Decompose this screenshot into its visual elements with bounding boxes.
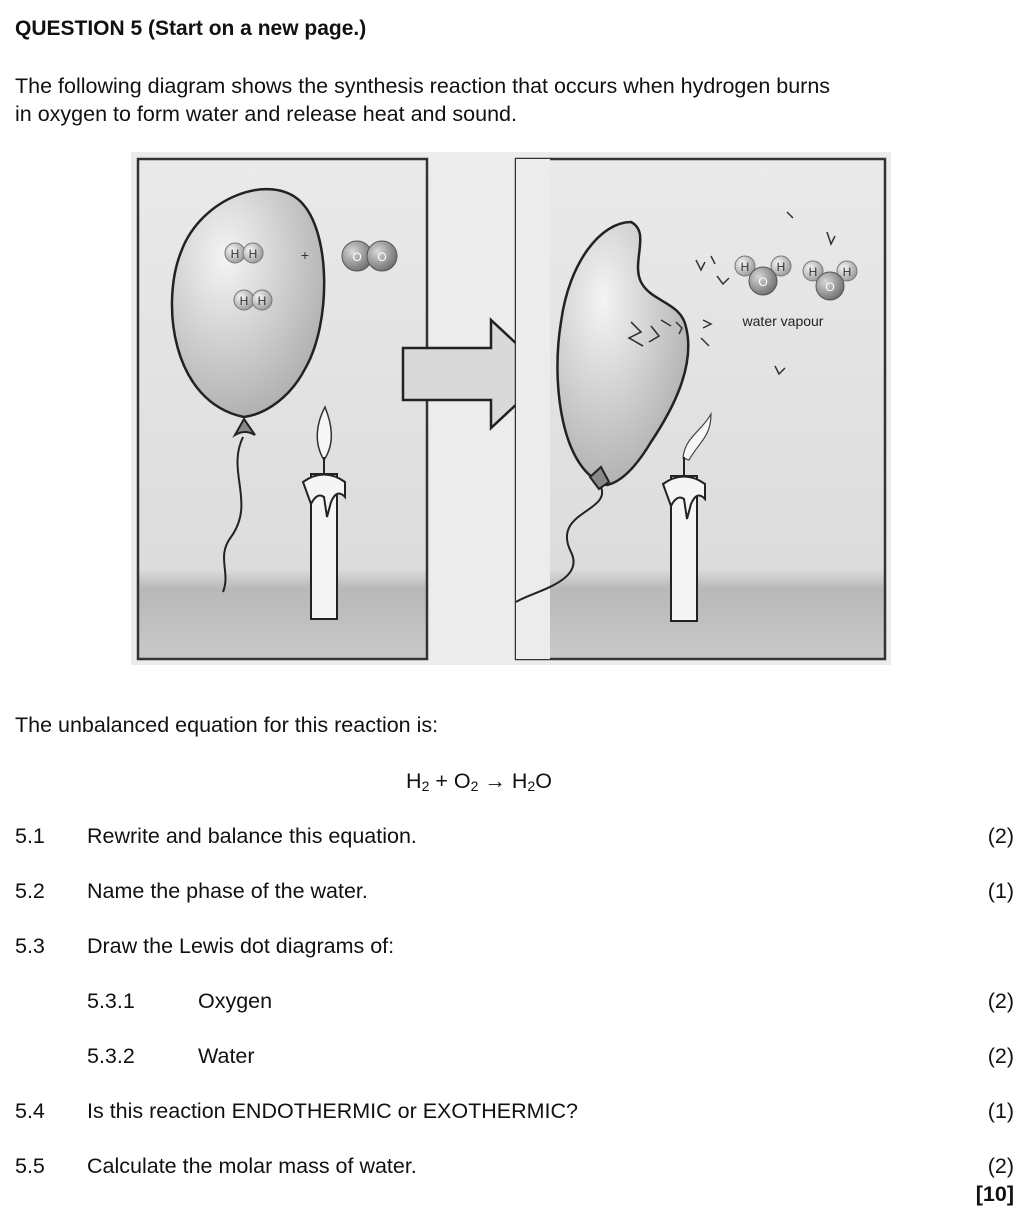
- reaction-diagram: H H + H H O O: [131, 152, 891, 665]
- candle-before: [301, 405, 346, 620]
- water-molecule-2: H H O: [802, 260, 858, 301]
- o2-molecule: O O: [341, 240, 398, 272]
- question-heading: QUESTION 5 (Start on a new page.): [15, 17, 367, 40]
- question-number: 5.4: [15, 1099, 45, 1123]
- h-atom-label: H: [741, 260, 750, 274]
- question-5-3-1: 5.3.1 Oxygen (2): [0, 989, 1030, 1019]
- water-vapour-label: water vapour: [742, 313, 824, 329]
- question-text: Name the phase of the water.: [87, 879, 368, 903]
- question-5-2: 5.2 Name the phase of the water. (1): [0, 879, 1030, 909]
- h2-molecule-top: H H: [224, 242, 264, 264]
- intro-line-2: in oxygen to form water and release heat…: [15, 102, 517, 126]
- question-text: Draw the Lewis dot diagrams of:: [87, 934, 395, 958]
- equation-o-subscript: 2: [470, 778, 479, 794]
- h-atom-label: H: [777, 260, 786, 274]
- h-atom-label: H: [809, 265, 818, 279]
- question-5-3-2: 5.3.2 Water (2): [0, 1044, 1030, 1074]
- question-marks: (1): [987, 1099, 1014, 1123]
- balloon-knot: [232, 417, 256, 438]
- question-number: 5.3.1: [87, 989, 135, 1013]
- burst-lines-icon: [627, 319, 672, 347]
- question-marks: (2): [987, 824, 1014, 848]
- candle-after: [661, 411, 712, 622]
- o-atom-label: O: [758, 275, 767, 289]
- question-marks: (2): [987, 1044, 1014, 1068]
- question-number: 5.3: [15, 934, 45, 958]
- h-atom-label: H: [258, 294, 267, 308]
- equation-h: H: [406, 769, 422, 793]
- h-atom-label: H: [843, 265, 852, 279]
- equation-product-h: H: [511, 769, 528, 793]
- sound-marks-icon: [675, 211, 836, 376]
- smoke-icon: [682, 411, 712, 461]
- intro-paragraph: The following diagram shows the synthesi…: [15, 72, 975, 128]
- question-5-1: 5.1 Rewrite and balance this equation. (…: [0, 824, 1030, 854]
- equation-arrow: →: [478, 769, 512, 793]
- question-text: Oxygen: [198, 989, 273, 1013]
- equation-plus: +: [429, 769, 454, 793]
- burst-balloon: [556, 220, 690, 487]
- question-number: 5.5: [15, 1154, 45, 1178]
- after-panel: H H O H H O water vapour: [514, 157, 887, 661]
- question-marks: (2): [987, 1154, 1014, 1178]
- equation-intro: The unbalanced equation for this reactio…: [15, 713, 439, 737]
- equation-o: O: [453, 769, 471, 793]
- question-5-4: 5.4 Is this reaction ENDOTHERMIC or EXOT…: [0, 1099, 1030, 1129]
- question-text: Calculate the molar mass of water.: [87, 1154, 417, 1178]
- flame-icon: [316, 405, 332, 462]
- before-panel: H H + H H O O: [136, 157, 429, 661]
- unbalanced-equation: H2 + O2 → H2O: [0, 769, 958, 794]
- question-marks: (1): [987, 879, 1014, 903]
- h-atom-label: H: [249, 247, 258, 261]
- h-atom-label: H: [231, 247, 240, 261]
- h2-molecule-bottom: H H: [233, 289, 273, 311]
- intro-line-1: The following diagram shows the synthesi…: [15, 74, 831, 98]
- question-number: 5.3.2: [87, 1044, 135, 1068]
- question-text: Water: [198, 1044, 255, 1068]
- equation-product-subscript: 2: [527, 778, 536, 794]
- question-number: 5.1: [15, 824, 45, 848]
- water-molecule-1: H H O: [734, 255, 792, 296]
- equation-h-subscript: 2: [421, 778, 430, 794]
- plus-sign: +: [301, 247, 309, 263]
- question-marks: (2): [987, 989, 1014, 1013]
- o-atom-label: O: [825, 280, 834, 294]
- total-marks: [10]: [975, 1182, 1014, 1206]
- question-number: 5.2: [15, 879, 45, 903]
- question-text: Is this reaction ENDOTHERMIC or EXOTHERM…: [87, 1099, 579, 1123]
- balloon-string: [515, 486, 604, 603]
- question-text: Rewrite and balance this equation.: [87, 824, 417, 848]
- question-5-5: 5.5 Calculate the molar mass of water. (…: [0, 1154, 1030, 1184]
- equation-product-o: O: [535, 769, 552, 793]
- balloon-string: [222, 436, 244, 593]
- h-atom-label: H: [240, 294, 249, 308]
- question-5-3: 5.3 Draw the Lewis dot diagrams of:: [0, 934, 1030, 964]
- balloon-knot: [588, 465, 611, 491]
- o-atom-label: O: [377, 250, 386, 264]
- o-atom-label: O: [352, 250, 361, 264]
